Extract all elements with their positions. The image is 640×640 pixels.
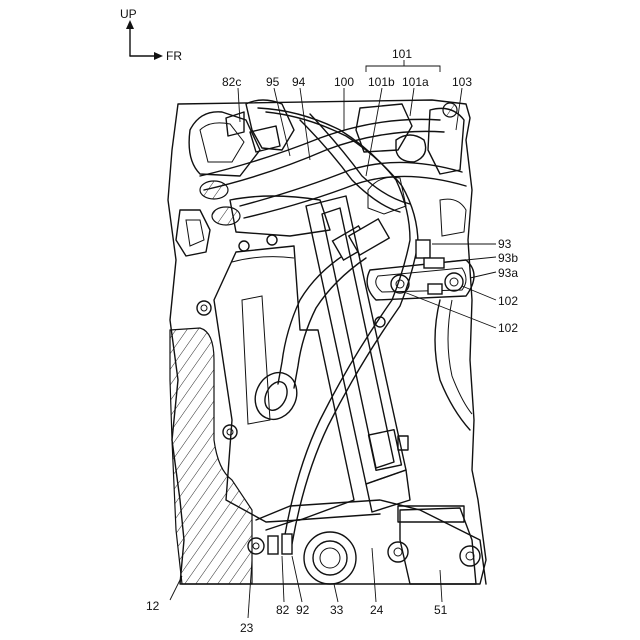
label-102-upper: 102	[498, 294, 518, 308]
label-93a: 93a	[498, 266, 518, 280]
label-103: 103	[452, 75, 472, 89]
label-33: 33	[330, 603, 344, 617]
bolt-102-right	[445, 273, 463, 291]
label-92: 92	[296, 603, 310, 617]
side-bolts	[197, 235, 385, 439]
direction-indicator: UP FR	[120, 7, 182, 63]
label-102-lower: 102	[498, 321, 518, 335]
label-101b: 101b	[368, 75, 395, 89]
label-94: 94	[292, 75, 306, 89]
bushing-33-mid	[313, 541, 347, 575]
bushing-33-inner	[320, 548, 340, 568]
up-label: UP	[120, 7, 137, 21]
lower-machinery	[248, 500, 486, 584]
label-93b: 93b	[498, 251, 518, 265]
label-93: 93	[498, 237, 512, 251]
bushing-33-outer	[304, 532, 356, 584]
hatched-section-12	[170, 328, 252, 584]
label-51: 51	[434, 603, 448, 617]
label-24: 24	[370, 603, 384, 617]
hatched-oval-lower	[212, 207, 240, 225]
label-23: 23	[240, 621, 254, 635]
label-100: 100	[334, 75, 354, 89]
cable-95	[258, 108, 418, 544]
actuator-body	[214, 196, 410, 522]
fr-label: FR	[166, 49, 182, 63]
bracket-93	[367, 240, 474, 300]
bolt-102-right-center	[450, 278, 458, 286]
right-curve	[435, 300, 470, 430]
label-101: 101	[392, 47, 412, 61]
label-12: 12	[146, 599, 160, 613]
label-82: 82	[276, 603, 290, 617]
label-95: 95	[266, 75, 280, 89]
bolt-102-left-center	[396, 280, 404, 288]
label-82c: 82c	[222, 75, 241, 89]
label-101a: 101a	[402, 75, 429, 89]
